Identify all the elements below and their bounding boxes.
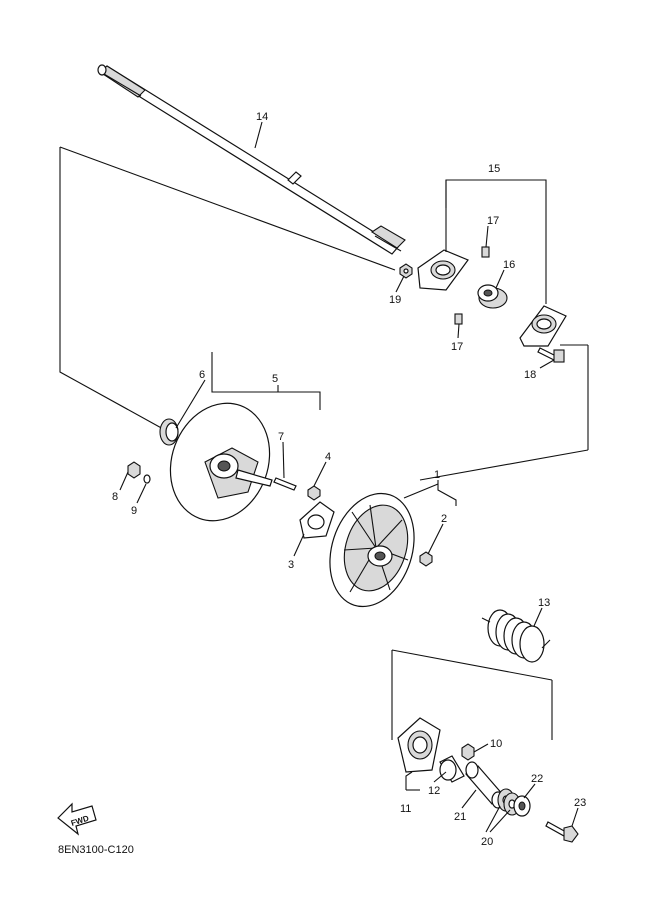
callout-10: 10 [490,738,502,750]
assembly-frame-upper [59,146,589,481]
collar-12 [439,755,465,783]
assembly-frame-lower [391,649,553,740]
callout-leaders [119,121,579,833]
callout-4: 4 [325,451,331,463]
callout-23: 23 [574,797,586,809]
nut-10 [461,743,475,761]
fixed-sheave [169,402,273,522]
callout-2: 2 [441,513,447,525]
callout-8: 8 [112,491,118,503]
set-screw-lower [454,313,463,325]
oil-seal [159,418,179,446]
callout-21: 21 [454,811,466,823]
pin-7 [273,477,297,491]
gasket-3 [299,501,335,539]
bearing-housing-lower [519,305,567,347]
callout-7: 7 [278,431,284,443]
washer-9 [143,474,151,484]
washer-22 [513,795,531,817]
bolt-23 [545,821,579,843]
nut-19 [399,263,413,279]
bolt-8 [127,461,141,479]
callout-12: 12 [428,785,440,797]
set-screw-upper [481,246,490,258]
spring [481,609,551,663]
bolt-18 [537,347,565,363]
callout-13: 13 [538,597,550,609]
callout-22: 22 [531,773,543,785]
callout-15: 15 [488,163,500,175]
callout-labels: 14 15 17 16 19 17 18 6 5 7 4 8 9 1 2 3 1… [112,111,586,848]
callout-3: 3 [288,559,294,571]
callout-19: 19 [389,294,401,306]
screw-4 [307,485,321,501]
callout-20: 20 [481,836,493,848]
screw-2 [419,551,433,567]
bearing [477,284,508,309]
callout-17-lower: 17 [451,341,463,353]
bearing-housing-upper [417,249,469,291]
callout-11: 11 [400,803,411,815]
callout-6: 6 [199,369,205,381]
callout-9: 9 [131,505,137,517]
callout-1: 1 [434,469,440,481]
shaft [97,64,406,255]
fwd-arrow-icon: FWD [57,802,97,836]
callout-18: 18 [524,369,536,381]
drawing-code: 8EN3100-C120 [58,844,134,856]
callout-16: 16 [503,259,515,271]
callout-17-upper: 17 [487,215,499,227]
callout-5: 5 [272,373,278,385]
callout-14: 14 [256,111,268,123]
spring-seat-11 [397,717,441,773]
sliding-sheave [329,492,415,608]
